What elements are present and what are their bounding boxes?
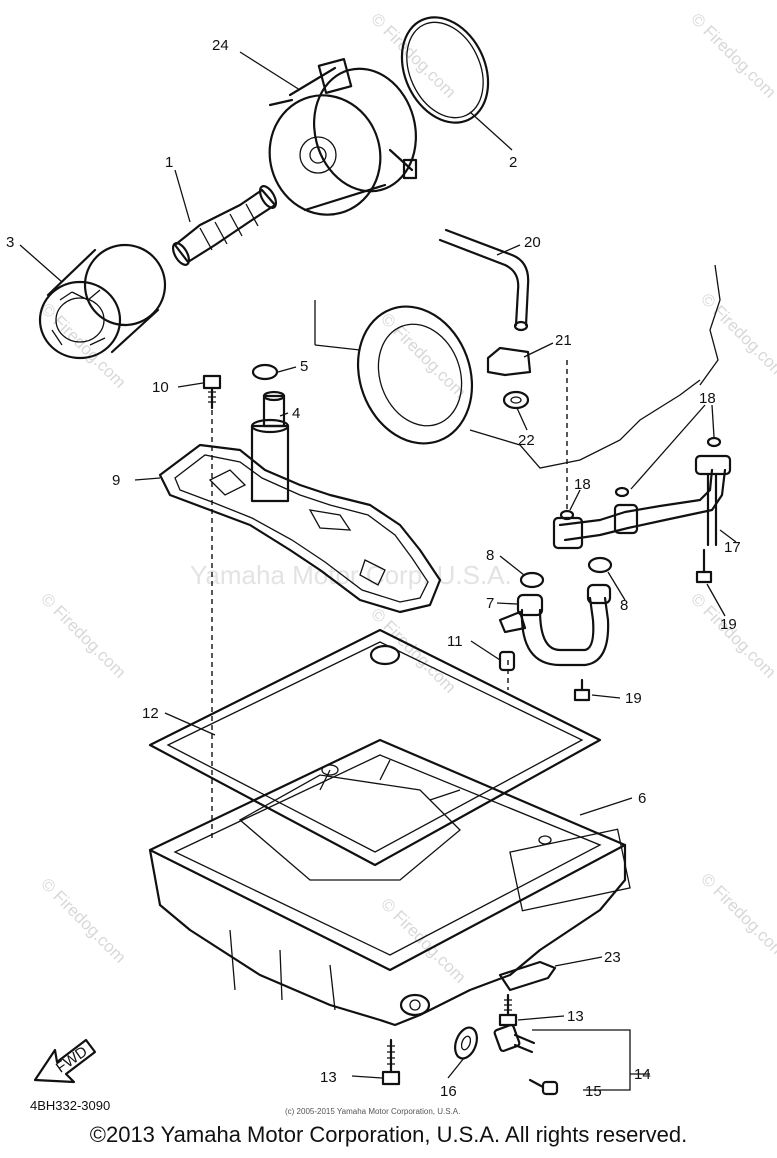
- callout-6: 6: [638, 790, 646, 807]
- callout-9: 9: [112, 472, 120, 489]
- watermark: © Firedog.com: [687, 589, 777, 681]
- o-ring-18: [706, 436, 722, 448]
- callout-1: 1: [165, 154, 173, 171]
- callout-19: 19: [625, 690, 642, 707]
- bracket-23: [498, 960, 557, 992]
- o-ring-small: [251, 363, 279, 381]
- crankcase-outline: [314, 264, 721, 469]
- callouts: 24 2 1 3 20 5 10 4 21 22 18 18 9 18 17 8…: [6, 37, 741, 1100]
- callout-16: 16: [440, 1083, 457, 1100]
- oil-delivery-pipe: [552, 454, 732, 550]
- watermark-center: Yamaha Motor Corp, U.S.A.: [190, 560, 512, 590]
- oil-pan-gasket: [148, 628, 602, 867]
- screw-15: [528, 1078, 559, 1096]
- callout-18: 18: [699, 390, 716, 407]
- callout-17: 17: [724, 539, 741, 556]
- callout-18: 18: [574, 476, 591, 493]
- callout-19: 19: [720, 616, 737, 633]
- breather-pipe: [438, 238, 520, 327]
- washer-16: [454, 1026, 478, 1060]
- callout-15: 15: [585, 1083, 602, 1100]
- callout-24: 24: [212, 37, 229, 54]
- o-ring-18: [559, 509, 575, 521]
- fwd-arrow-icon: FWD: [33, 1038, 97, 1084]
- callout-13: 13: [320, 1069, 337, 1086]
- callout-2: 2: [509, 154, 517, 171]
- oil-filter: [38, 243, 167, 360]
- o-ring-18: [614, 486, 630, 498]
- callout-12: 12: [142, 705, 159, 722]
- oil-strainer-pipe: [250, 390, 290, 503]
- dowel-pin: [498, 650, 516, 672]
- callout-4: 4: [292, 405, 300, 422]
- bolt-13: [498, 993, 518, 1027]
- o-ring-8: [587, 556, 613, 574]
- o-ring-8: [519, 571, 545, 589]
- watermark: © Firedog.com: [697, 289, 777, 381]
- callout-5: 5: [300, 358, 308, 375]
- callout-3: 3: [6, 234, 14, 251]
- callout-8: 8: [620, 597, 628, 614]
- bolt-19: [695, 548, 713, 584]
- drain-bolt: [493, 1023, 536, 1054]
- callout-23: 23: [604, 949, 621, 966]
- watermark: © Firedog.com: [37, 874, 129, 966]
- watermarks: © Firedog.com © Firedog.com © Firedog.co…: [37, 9, 777, 986]
- callout-8: 8: [486, 547, 494, 564]
- callout-7: 7: [486, 595, 494, 612]
- watermark: © Firedog.com: [367, 9, 459, 101]
- callout-21: 21: [555, 332, 572, 349]
- collar: [502, 390, 530, 410]
- callout-11: 11: [447, 633, 463, 650]
- o-ring: [400, 16, 490, 124]
- callout-13: 13: [567, 1008, 584, 1025]
- callout-14: 14: [634, 1066, 651, 1083]
- callout-22: 22: [518, 432, 535, 449]
- watermark: © Firedog.com: [37, 589, 129, 681]
- watermark: © Firedog.com: [697, 869, 777, 961]
- watermark: © Firedog.com: [377, 894, 469, 986]
- part-code: 4BH332-3090: [30, 1098, 110, 1113]
- oil-pan: [148, 738, 631, 1027]
- bolt-19: [573, 678, 591, 702]
- union-bolt: [171, 185, 278, 266]
- callout-10: 10: [152, 379, 169, 396]
- rubber-damper: [486, 346, 532, 377]
- leader-lines: [19, 51, 737, 1091]
- small-copyright: (c) 2005-2015 Yamaha Motor Corporation, …: [285, 1107, 460, 1116]
- fwd-label: FWD: [53, 1043, 91, 1077]
- baffle-plate: [158, 443, 442, 614]
- bolt-10: [202, 374, 222, 410]
- watermark: © Firedog.com: [367, 604, 459, 696]
- copyright-notice: ©2013 Yamaha Motor Corporation, U.S.A. A…: [89, 1122, 688, 1147]
- callout-20: 20: [524, 234, 541, 251]
- watermark: © Firedog.com: [687, 9, 777, 101]
- oil-cooler: [268, 58, 418, 216]
- oil-pipe-7: [498, 583, 612, 667]
- bolt-13: [381, 1038, 401, 1086]
